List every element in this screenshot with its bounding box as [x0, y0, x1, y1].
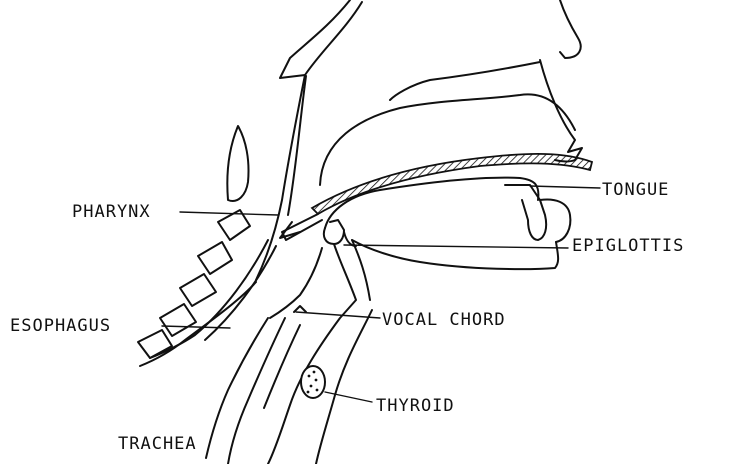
spinal-column [138, 126, 276, 358]
label-trachea: TRACHEA [118, 436, 197, 453]
vocal-chord [294, 306, 306, 312]
thyroid [301, 366, 325, 398]
label-thyroid: THYROID [376, 398, 455, 415]
esophagus-walls [206, 318, 300, 464]
label-esophagus: ESOPHAGUS [10, 318, 111, 335]
face-outline [540, 0, 582, 162]
larynx [268, 240, 370, 464]
label-tongue: TONGUE [602, 182, 669, 199]
label-vocal-chord: VOCAL CHORD [382, 312, 506, 329]
epiglottis [324, 220, 356, 246]
soft-palate [280, 214, 322, 240]
hard-palate [312, 154, 592, 214]
leader-lines [162, 186, 600, 402]
label-epiglottis: EPIGLOTTIS [572, 238, 684, 255]
label-pharynx: PHARYNX [72, 204, 151, 221]
